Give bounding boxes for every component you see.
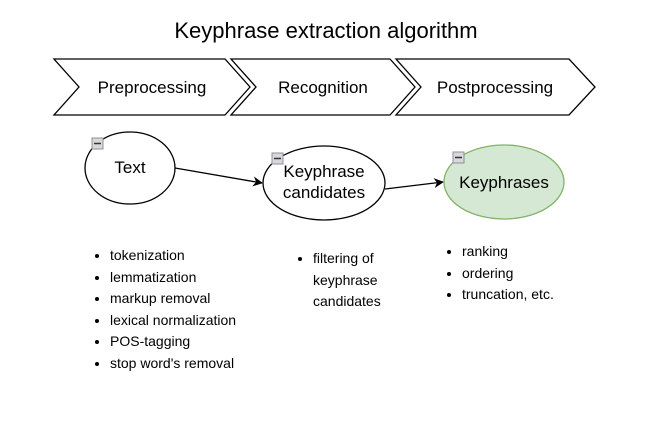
node-label: Text — [114, 158, 145, 177]
collapse-minus-icon[interactable] — [271, 152, 284, 165]
node-shape — [443, 144, 565, 220]
stage-postprocessing[interactable]: Postprocessing — [394, 58, 596, 116]
list-item: markup removal — [110, 288, 236, 310]
collapse-minus-icon[interactable] — [91, 137, 104, 150]
diagram-title: Keyphrase extraction algorithm — [174, 18, 478, 43]
node-keyphrases[interactable]: Keyphrases — [443, 144, 565, 220]
list-item: ordering — [462, 263, 554, 285]
list-item: filtering of keyphrase candidates — [313, 248, 423, 313]
node-label-line1: Keyphrase — [283, 162, 364, 181]
list-item: lemmatization — [110, 267, 236, 289]
edge-candidates-to-keyphrases — [384, 178, 444, 190]
stage-label: Preprocessing — [98, 78, 207, 97]
postprocessing-steps-list: ranking ordering truncation, etc. — [442, 241, 554, 306]
stage-preprocessing[interactable]: Preprocessing — [52, 58, 251, 116]
node-label: Keyphrases — [459, 173, 549, 192]
list-item: lexical normalization — [110, 310, 236, 332]
node-text[interactable]: Text — [84, 131, 176, 205]
preprocessing-steps-list: tokenization lemmatization markup remova… — [90, 245, 236, 374]
stage-label: Postprocessing — [437, 78, 553, 97]
edge-text-to-candidates — [174, 167, 263, 187]
recognition-steps-list: filtering of keyphrase candidates — [293, 248, 423, 313]
node-shape — [262, 145, 386, 221]
list-item: POS-tagging — [110, 331, 236, 353]
list-item: ranking — [462, 241, 554, 263]
stage-recognition[interactable]: Recognition — [229, 58, 416, 116]
collapse-minus-icon[interactable] — [452, 151, 465, 164]
node-keyphrase-candidates[interactable]: Keyphrase candidates — [262, 145, 386, 221]
list-item: truncation, etc. — [462, 284, 554, 306]
stage-label: Recognition — [278, 78, 368, 97]
list-item: tokenization — [110, 245, 236, 267]
list-item: stop word's removal — [110, 353, 236, 375]
node-label-line2: candidates — [283, 183, 365, 202]
node-shape — [84, 131, 176, 205]
